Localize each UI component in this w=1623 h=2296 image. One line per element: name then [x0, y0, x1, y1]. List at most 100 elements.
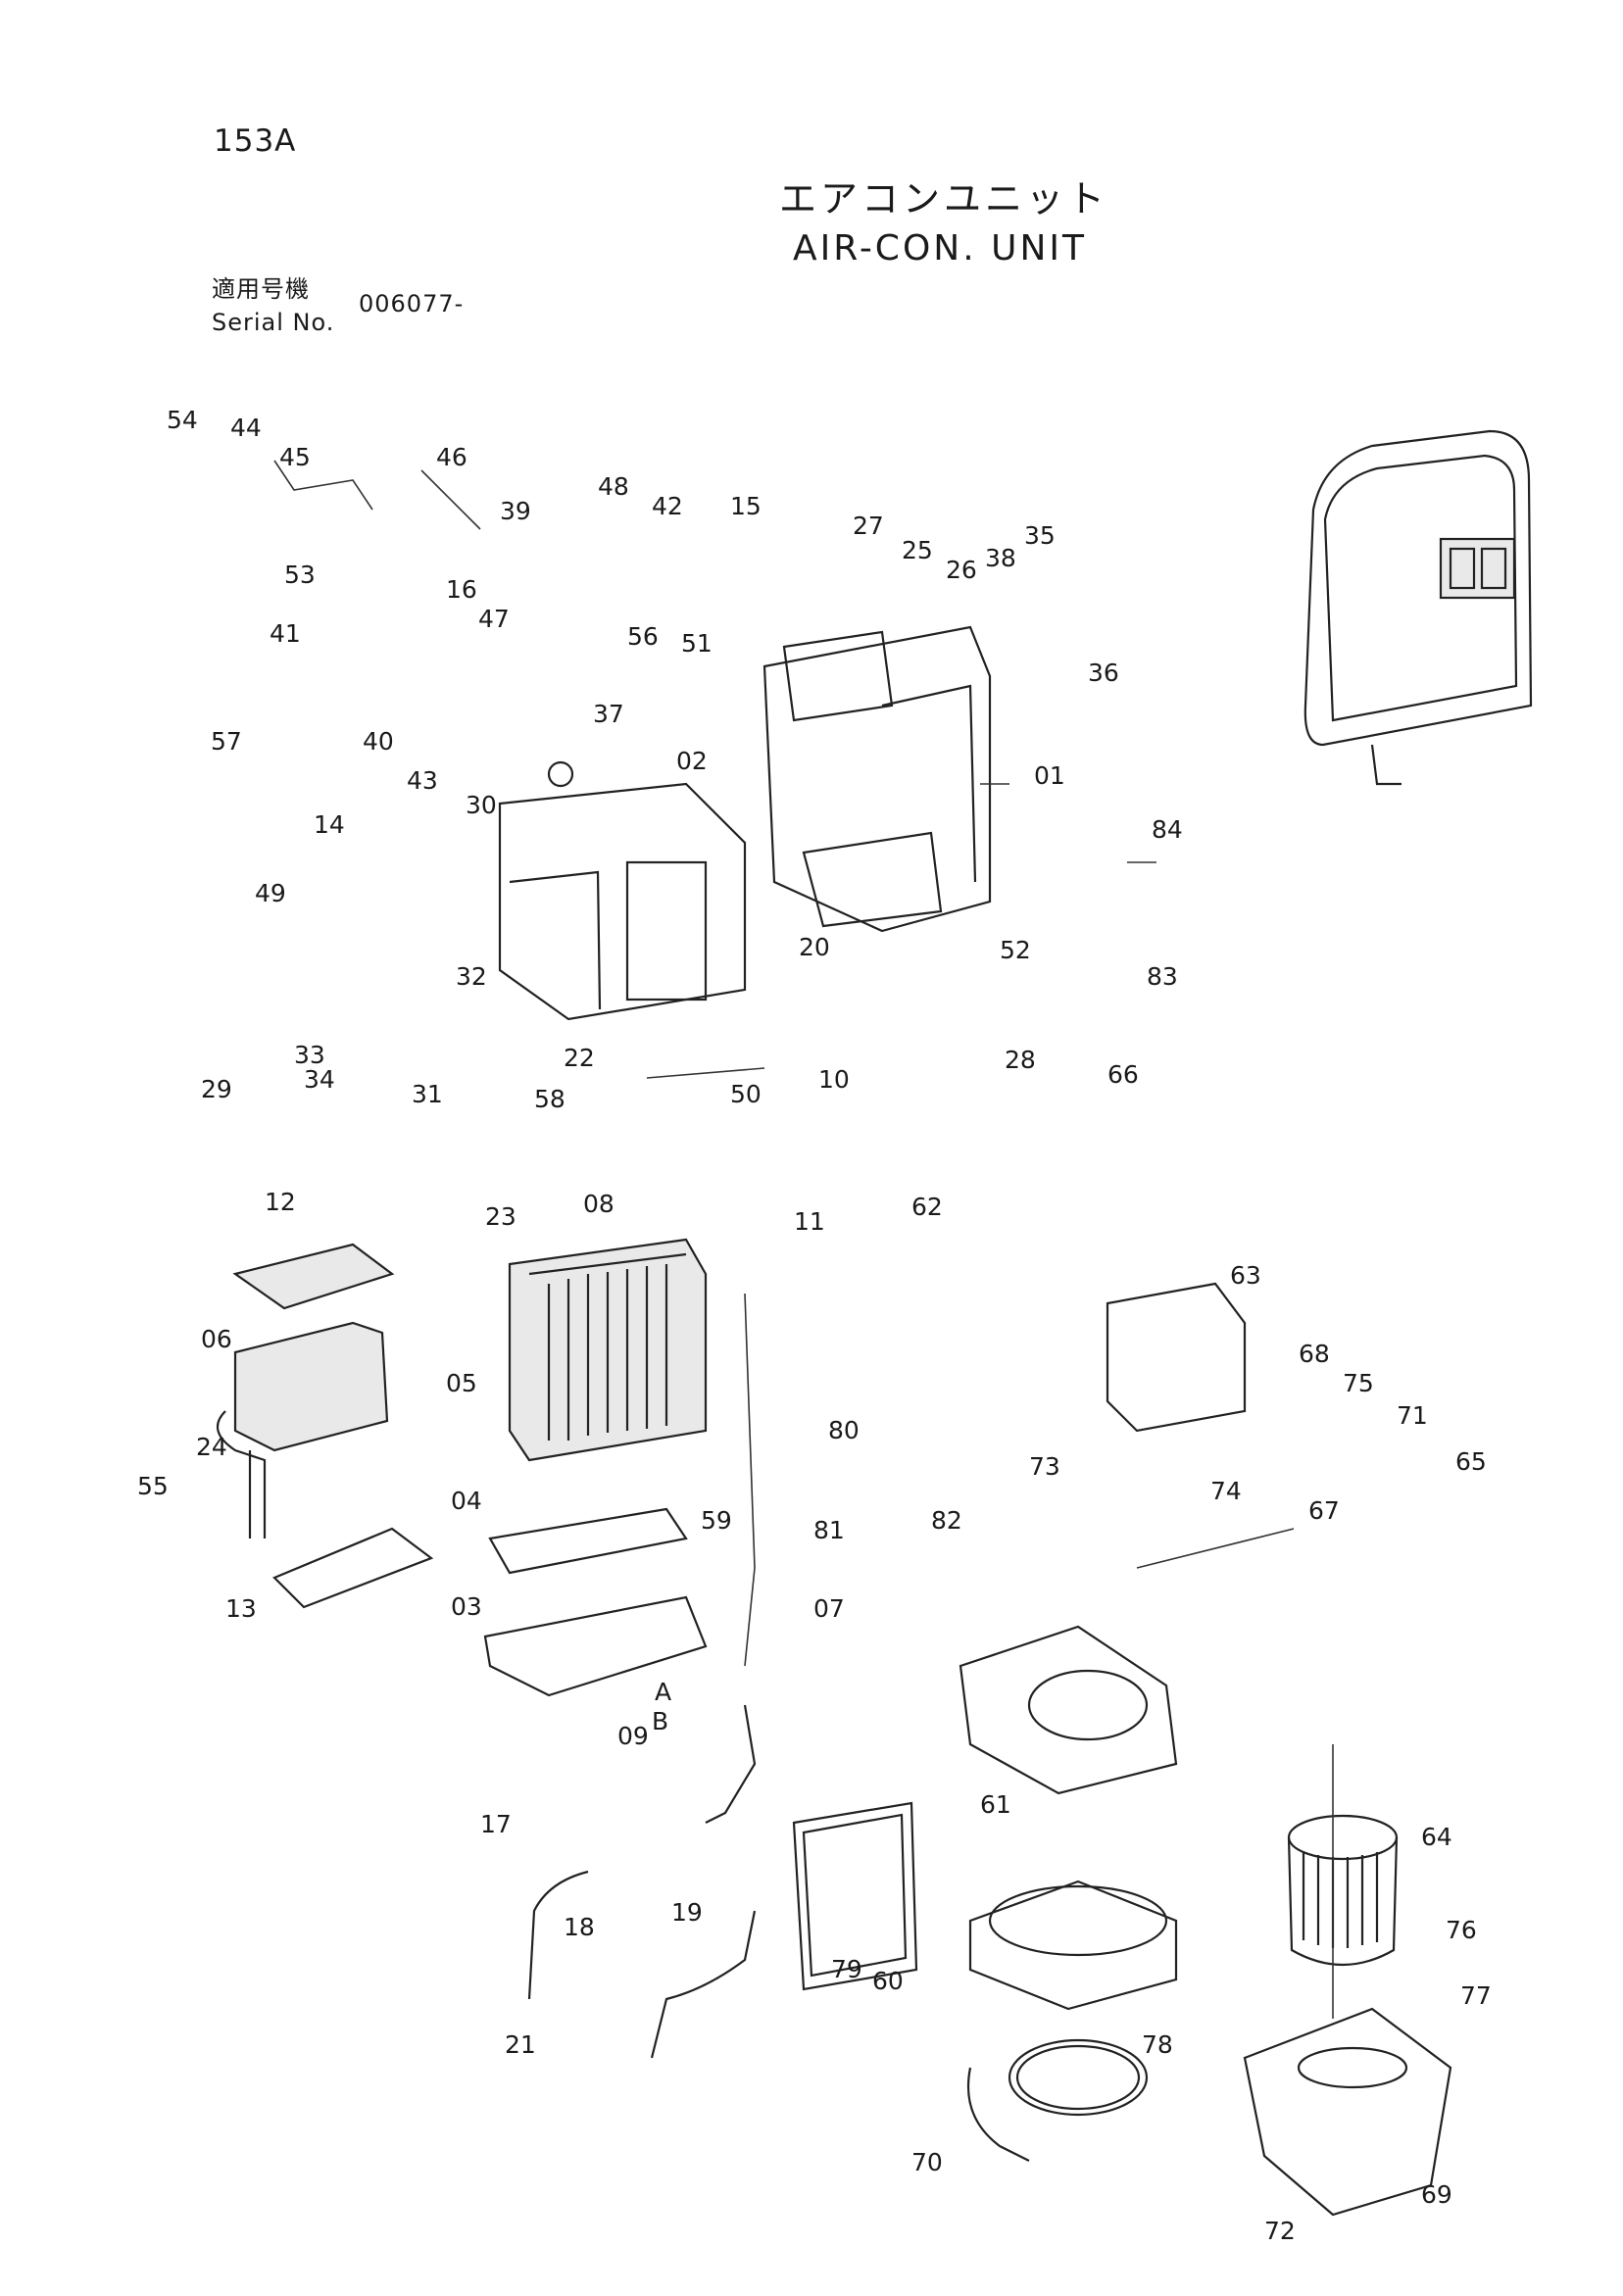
- callout-19: 19: [671, 1898, 703, 1927]
- callout-04: 04: [451, 1487, 482, 1515]
- case-02: [498, 760, 747, 1021]
- callout-55: 55: [137, 1472, 169, 1500]
- callout-41: 41: [270, 619, 301, 648]
- callout-71: 71: [1397, 1401, 1428, 1430]
- callout-20: 20: [799, 933, 830, 961]
- callout-56: 56: [627, 622, 659, 651]
- callout-48: 48: [598, 472, 629, 501]
- callout-67: 67: [1308, 1496, 1340, 1525]
- callout-08: 08: [583, 1190, 615, 1218]
- callout-37: 37: [593, 700, 624, 728]
- callout-14: 14: [314, 810, 345, 839]
- callout-79: 79: [831, 1955, 862, 1983]
- callout-17: 17: [480, 1810, 512, 1838]
- title-block: エアコンユニット AIR-CON. UNIT: [0, 169, 1623, 269]
- callout-60: 60: [872, 1967, 904, 1995]
- callout-63: 63: [1230, 1261, 1261, 1290]
- callout-59: 59: [701, 1506, 732, 1535]
- callout-16: 16: [446, 575, 477, 604]
- callout-01: 01: [1034, 761, 1065, 790]
- case-01: [762, 625, 992, 933]
- callout-75: 75: [1343, 1369, 1374, 1397]
- callout-68: 68: [1299, 1340, 1330, 1368]
- callout-26: 26: [946, 556, 977, 584]
- blower-housing-63: [1106, 1282, 1247, 1433]
- serial-value: 006077-: [359, 290, 465, 318]
- callout-40: 40: [363, 727, 394, 756]
- callout-50: 50: [730, 1080, 762, 1108]
- leader-lines: [273, 460, 1334, 2019]
- callout-07: 07: [813, 1594, 845, 1623]
- callout-32: 32: [456, 962, 487, 991]
- callout-66: 66: [1107, 1060, 1139, 1089]
- callout-27: 27: [853, 512, 884, 540]
- filter-12: [232, 1243, 395, 1310]
- callout-52: 52: [1000, 936, 1031, 964]
- evaporator-05: [508, 1238, 708, 1462]
- callout-06: 06: [201, 1325, 232, 1353]
- blower-motor-64: [1287, 1814, 1399, 1966]
- callout-33: 33: [294, 1041, 325, 1069]
- blower-case-60: [968, 1880, 1178, 2011]
- callout-34: 34: [304, 1065, 335, 1094]
- callout-35: 35: [1024, 521, 1056, 550]
- trays-03-04: [483, 1507, 708, 1697]
- heater-core-06: [216, 1321, 389, 1539]
- blower-case-61: [959, 1625, 1178, 1795]
- callout-78: 78: [1142, 2030, 1173, 2059]
- callout-03: 03: [451, 1592, 482, 1621]
- page-code: 153A: [214, 123, 297, 159]
- callout-83: 83: [1147, 962, 1178, 991]
- callout-49: 49: [255, 879, 286, 907]
- callout-24: 24: [196, 1433, 227, 1461]
- callout-10: 10: [818, 1065, 850, 1094]
- callout-30: 30: [466, 791, 497, 819]
- callout-B: B: [652, 1707, 668, 1735]
- callout-46: 46: [436, 443, 467, 471]
- callout-44: 44: [230, 414, 262, 442]
- callout-69: 69: [1421, 2180, 1452, 2209]
- filter-13: [272, 1527, 434, 1609]
- callout-labels: 0102030405060708091011121314151617181920…: [137, 406, 1492, 2245]
- callout-13: 13: [225, 1594, 257, 1623]
- callout-82: 82: [931, 1506, 962, 1535]
- callout-45: 45: [279, 443, 311, 471]
- ring-78: [1008, 2038, 1149, 2117]
- callout-11: 11: [794, 1207, 825, 1236]
- title-english: AIR-CON. UNIT: [793, 228, 1087, 269]
- callout-31: 31: [412, 1080, 443, 1108]
- pipe-09: [705, 1704, 757, 1824]
- callout-05: 05: [446, 1369, 477, 1397]
- callout-21: 21: [505, 2030, 536, 2059]
- callout-58: 58: [534, 1085, 566, 1113]
- callout-57: 57: [211, 727, 242, 756]
- callout-73: 73: [1029, 1452, 1060, 1481]
- callout-84: 84: [1152, 815, 1183, 844]
- callout-15: 15: [730, 492, 762, 520]
- callout-62: 62: [911, 1193, 943, 1221]
- pipe-19: [650, 1910, 757, 2059]
- callout-12: 12: [265, 1188, 296, 1216]
- callout-39: 39: [500, 497, 531, 525]
- gasket-79: [792, 1801, 918, 1991]
- callout-A: A: [655, 1678, 671, 1706]
- callout-76: 76: [1446, 1916, 1477, 1944]
- callout-18: 18: [564, 1913, 595, 1941]
- callout-53: 53: [284, 561, 316, 589]
- callout-47: 47: [478, 605, 510, 633]
- callout-54: 54: [167, 406, 198, 434]
- duct-70: [966, 2067, 1030, 2162]
- title-japanese: エアコンユニット: [778, 177, 1108, 220]
- callout-61: 61: [980, 1790, 1011, 1819]
- serial-labels: 適用号機 Serial No.: [212, 272, 334, 339]
- callout-64: 64: [1421, 1823, 1452, 1851]
- callout-25: 25: [902, 536, 933, 564]
- callout-77: 77: [1460, 1981, 1492, 2010]
- hose-18: [527, 1870, 589, 2000]
- callout-42: 42: [652, 492, 683, 520]
- callout-29: 29: [201, 1075, 232, 1103]
- serial-label-jp: 適用号機: [212, 275, 310, 303]
- callout-43: 43: [407, 766, 438, 795]
- cab-inset-illustration: [1303, 429, 1533, 786]
- callout-80: 80: [828, 1416, 860, 1444]
